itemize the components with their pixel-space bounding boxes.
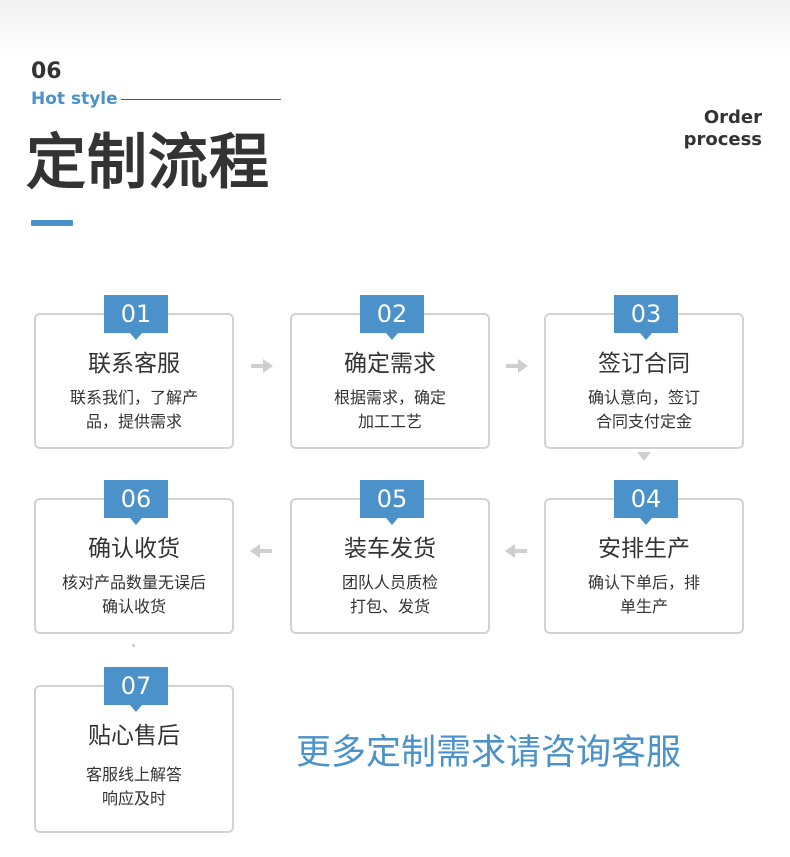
arrow-left-icon: [505, 544, 527, 558]
step-description-line: 确认下单后，排: [587, 573, 700, 592]
step-description-line: 合同支付定金: [595, 412, 692, 431]
step-title: 确认收货: [88, 536, 180, 562]
step-card-01: 01 联系客服 联系我们，了解产 品，提供需求: [34, 295, 234, 449]
step-badge: 06: [104, 480, 168, 525]
top-shade: [0, 0, 790, 60]
step-title: 联系客服: [88, 351, 180, 377]
subtitle-divider: [121, 99, 281, 100]
step-description-line: 加工工艺: [357, 412, 422, 431]
step-card-02: 02 确定需求 根据需求，确定 加工工艺: [290, 295, 490, 449]
step-card-06: 06 确认收货 核对产品数量无误后 确认收货: [34, 480, 234, 634]
order-process-label: Order process: [622, 107, 762, 151]
step-description-line: 团队人员质检: [341, 573, 438, 592]
step-title: 签订合同: [598, 351, 690, 377]
order-process-line2: process: [683, 129, 762, 150]
order-process-line1: Order: [703, 107, 762, 128]
step-description: 确认意向，签订 合同支付定金: [560, 386, 728, 434]
step-description-line: 客服线上解答: [85, 765, 182, 784]
step-title: 安排生产: [598, 536, 690, 562]
step-description-line: 确认收货: [101, 597, 166, 616]
step-description: 核对产品数量无误后 确认收货: [42, 571, 226, 619]
step-card-07: 07 贴心售后 客服线上解答 响应及时: [34, 667, 234, 833]
step-badge: 05: [360, 480, 424, 525]
step-description-line: 打包、发货: [349, 597, 430, 616]
step-description-line: 品，提供需求: [85, 412, 182, 431]
step-badge: 01: [104, 295, 168, 340]
arrow-left-icon: [250, 544, 272, 558]
step-description-line: 确认意向，签订: [587, 388, 700, 407]
step-card-03: 03 签订合同 确认意向，签订 合同支付定金: [544, 295, 744, 449]
step-description-line: 单生产: [619, 597, 668, 616]
page-title: 定制流程: [26, 128, 270, 198]
step-description: 客服线上解答 响应及时: [50, 763, 218, 811]
arrow-right-icon: [251, 359, 273, 373]
step-card-05: 05 装车发货 团队人员质检 打包、发货: [290, 480, 490, 634]
step-description: 确认下单后，排 单生产: [560, 571, 728, 619]
arrow-down-icon: [637, 452, 651, 461]
step-badge: 07: [104, 667, 168, 712]
step-title: 贴心售后: [88, 723, 180, 749]
step-title: 装车发货: [344, 536, 436, 562]
contact-cta: 更多定制需求请咨询客服: [296, 733, 682, 773]
step-description: 根据需求，确定 加工工艺: [306, 386, 474, 434]
title-underline: [31, 220, 73, 226]
section-number: 06: [31, 59, 62, 84]
step-description-line: 响应及时: [101, 789, 166, 808]
step-badge: 02: [360, 295, 424, 340]
connector-dot: [132, 644, 135, 647]
step-description: 团队人员质检 打包、发货: [306, 571, 474, 619]
step-description-line: 核对产品数量无误后: [61, 573, 206, 592]
step-badge: 04: [614, 480, 678, 525]
section-subtitle: Hot style: [31, 89, 118, 109]
arrow-right-icon: [506, 359, 528, 373]
step-description: 联系我们，了解产 品，提供需求: [50, 386, 218, 434]
step-badge: 03: [614, 295, 678, 340]
step-description-line: 根据需求，确定: [333, 388, 446, 407]
step-title: 确定需求: [344, 351, 436, 377]
step-card-04: 04 安排生产 确认下单后，排 单生产: [544, 480, 744, 634]
step-description-line: 联系我们，了解产: [69, 388, 198, 407]
